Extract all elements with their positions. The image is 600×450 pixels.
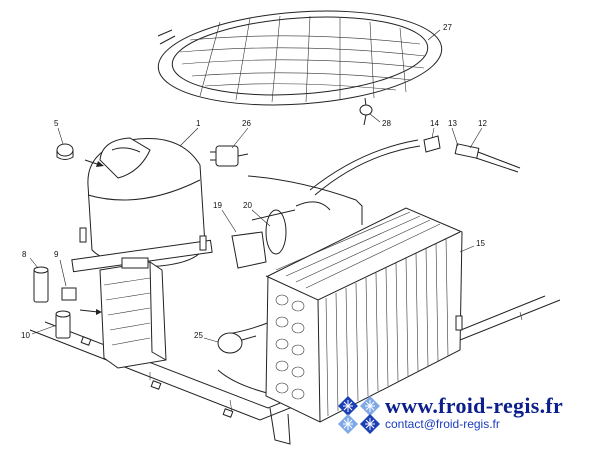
leader-lines	[29, 29, 483, 343]
label-19: 19	[213, 201, 222, 210]
contact-email[interactable]: contact@froid-regis.fr	[385, 417, 500, 431]
relay-connector	[210, 145, 249, 167]
label-25: 25	[194, 331, 203, 340]
capacitor-10	[55, 310, 71, 339]
label-1: 1	[196, 119, 201, 128]
label-26: 26	[242, 119, 251, 128]
relay-box	[99, 257, 167, 369]
label-28: 28	[382, 119, 391, 128]
part-number-labels: 1 5 8 9 10 12 13 14 15 19 20 25 26 27 28	[21, 23, 487, 340]
label-27: 27	[443, 23, 452, 32]
fan-motor	[231, 201, 331, 269]
label-9: 9	[54, 250, 59, 259]
label-12: 12	[478, 119, 487, 128]
label-5: 5	[54, 119, 59, 128]
pressure-switch	[217, 332, 257, 354]
label-13: 13	[448, 119, 457, 128]
capacitor-8	[33, 266, 49, 303]
evaporator-grille	[157, 10, 443, 126]
filter-drier	[423, 135, 521, 173]
label-20: 20	[243, 201, 252, 210]
label-15: 15	[476, 239, 485, 248]
relay-9	[61, 287, 77, 301]
website-link[interactable]: www.froid-regis.fr	[385, 393, 564, 418]
label-14: 14	[430, 119, 439, 128]
condenser	[265, 207, 463, 423]
label-10: 10	[21, 331, 30, 340]
snowflake-logo-icon	[338, 396, 380, 434]
compressor	[71, 137, 213, 273]
label-8: 8	[22, 250, 27, 259]
terminal-cap	[56, 143, 74, 160]
